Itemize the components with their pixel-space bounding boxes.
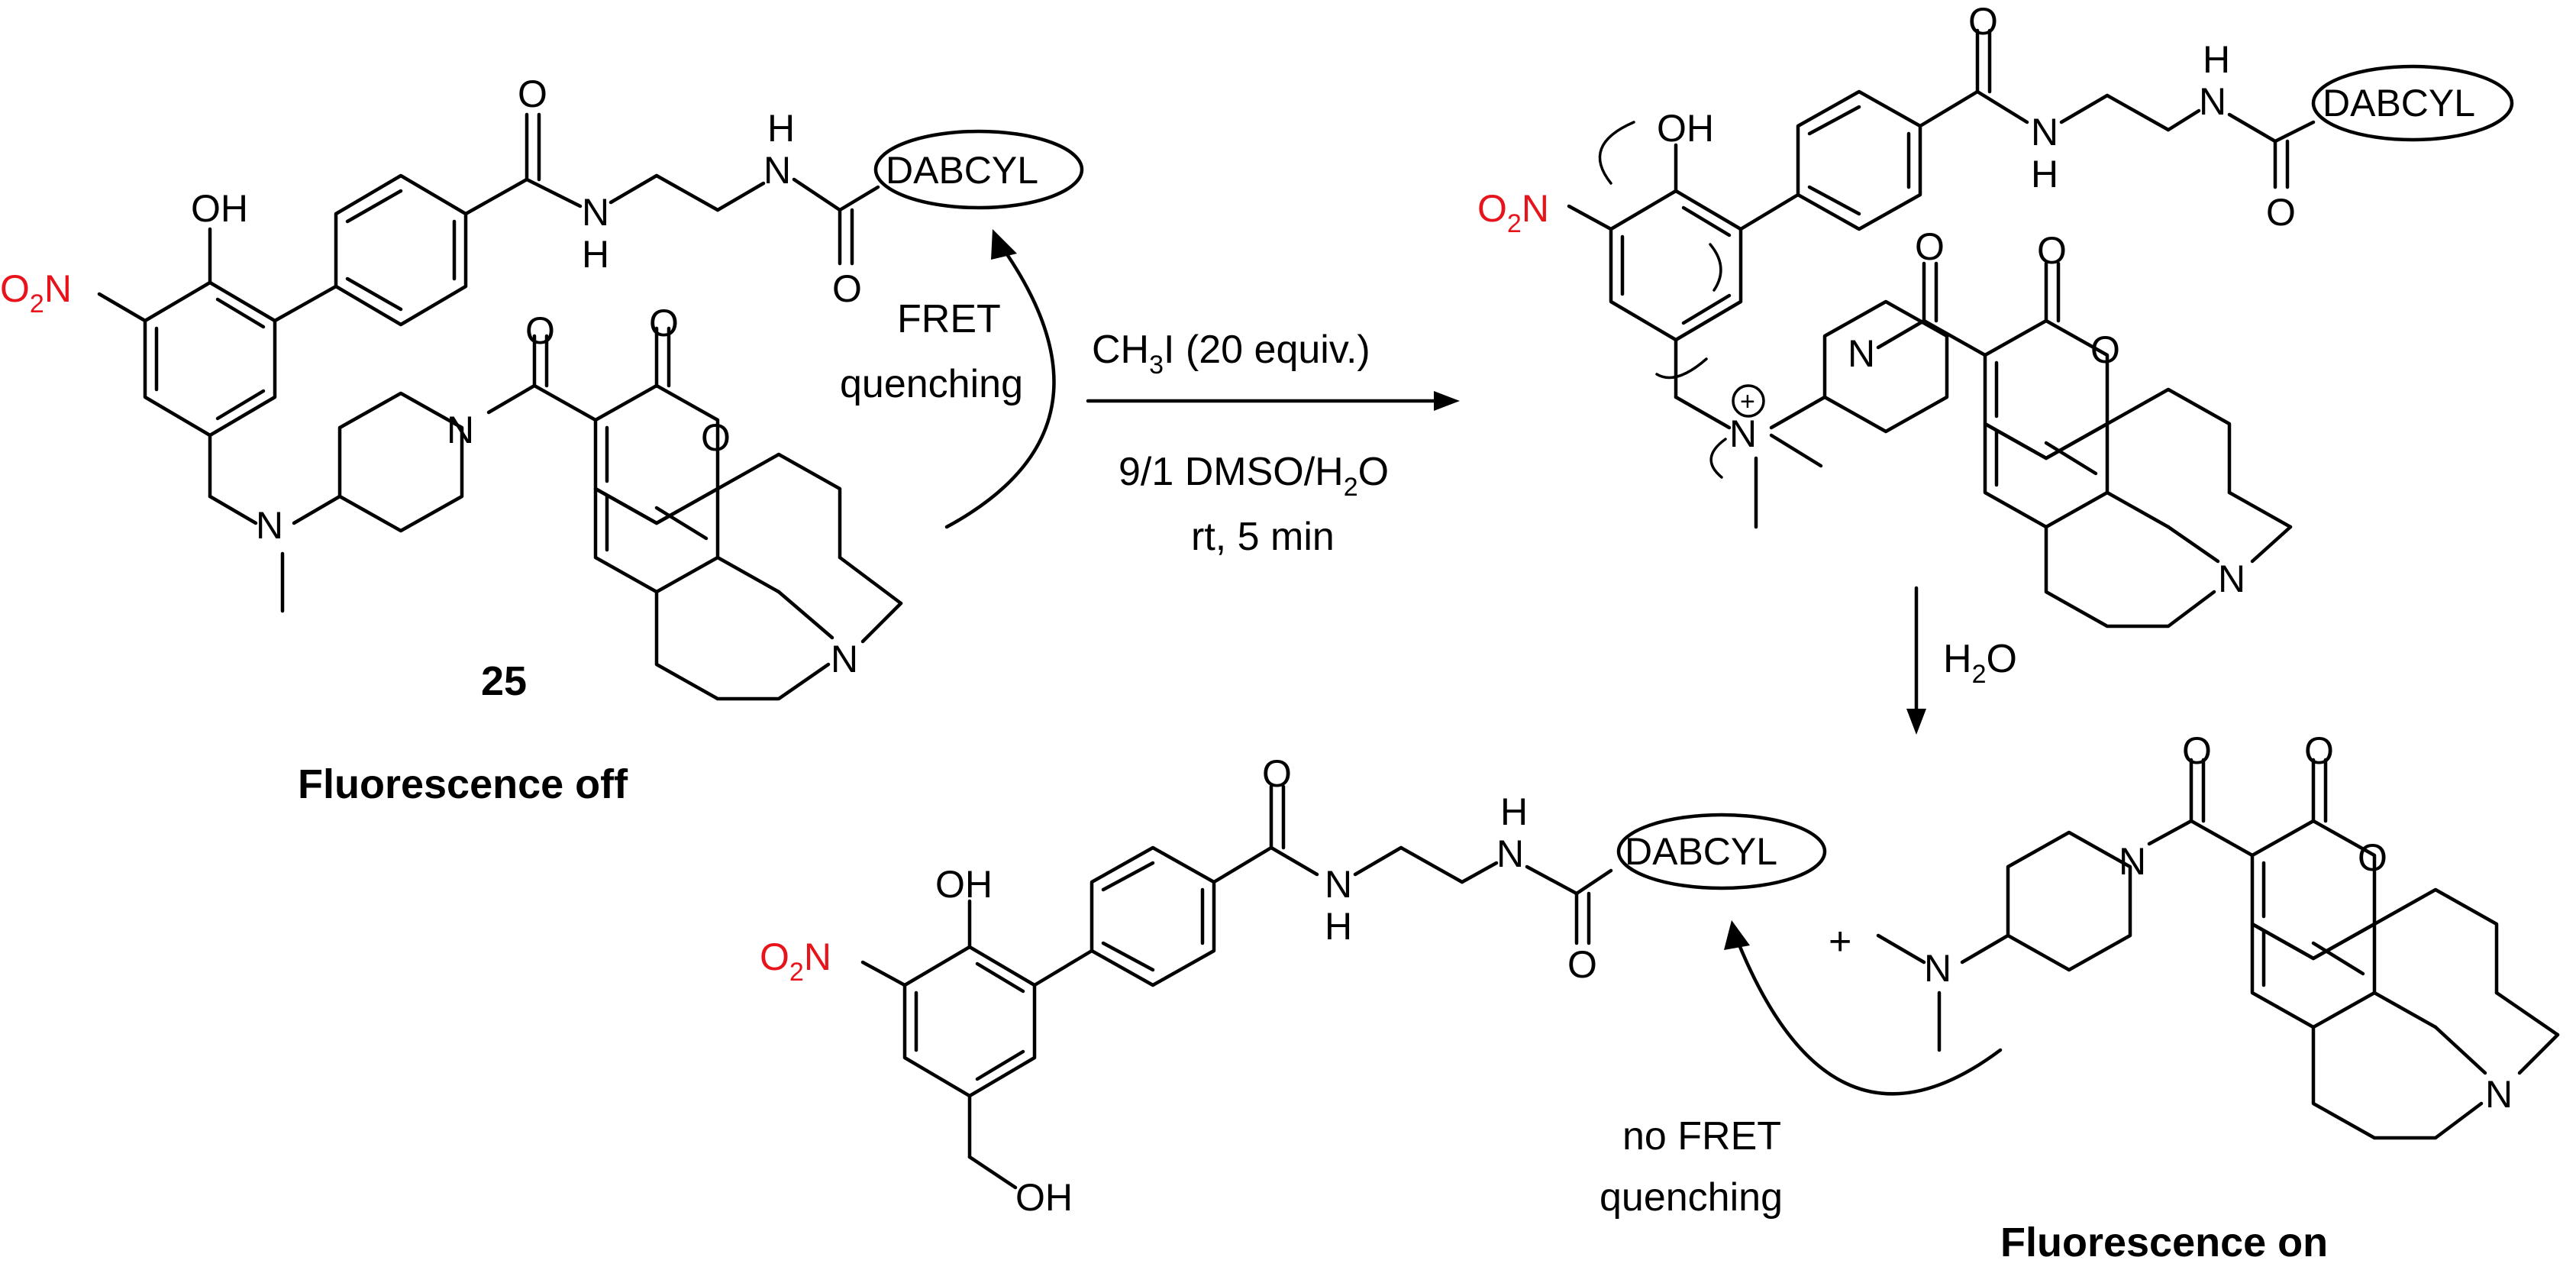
ammonium-n-label: N xyxy=(1729,412,1757,455)
hydroxyl-label: OH xyxy=(935,863,993,906)
charge-label: + xyxy=(1740,387,1755,416)
amide2-n-label: N xyxy=(2199,80,2226,123)
amide-h-label: H xyxy=(2031,153,2058,196)
no-fret-quenching-label: quenching xyxy=(1600,1175,1783,1220)
carbonyl-o-label: O xyxy=(518,73,547,115)
julolidine-n-label: N xyxy=(2485,1073,2513,1116)
carbonyl-o-label: O xyxy=(1968,0,1998,43)
dabcyl-label: DABCYL xyxy=(2323,82,2475,124)
amide2-h-label: H xyxy=(1500,790,1528,833)
electron-arrow-3 xyxy=(1655,357,1708,380)
electron-arrow-4 xyxy=(1709,438,1727,479)
dabcyl-label: DABCYL xyxy=(1625,830,1777,873)
alcohol-oh-label: OH xyxy=(1015,1176,1073,1219)
benzyl-alcohol-product-structure: OH OH O N H N H O DABCYL xyxy=(760,752,1827,1219)
solvent-label: 9/1 DMSO/H2O xyxy=(1119,450,1389,502)
amide-n-label: N xyxy=(2031,111,2058,153)
lactone-o-label: O xyxy=(2304,729,2334,772)
fret-arrow xyxy=(944,242,1056,529)
compound-number: 25 xyxy=(481,658,527,704)
electron-arrow-2 xyxy=(1709,243,1722,292)
carbonyl2-o-label: O xyxy=(1567,943,1597,986)
ring-o-label: O xyxy=(701,416,731,459)
lactone-o-label: O xyxy=(2037,229,2067,272)
no-fret-arrow xyxy=(1735,937,2003,1096)
no-fret-label: no FRET xyxy=(1622,1114,1781,1159)
ring-o-label: O xyxy=(2090,328,2120,371)
fluorescence-off-label: Fluorescence off xyxy=(298,761,628,807)
piperidine-n-label: N xyxy=(1848,332,1875,375)
amide-n-label: N xyxy=(582,191,609,234)
quenching-label: quenching xyxy=(840,362,1023,406)
reagent-label: CH3I (20 equiv.) xyxy=(1092,328,1370,380)
ketone-o-label: O xyxy=(1915,225,1945,268)
hydroxyl-label: OH xyxy=(191,187,248,230)
electron-arrow-1 xyxy=(1598,121,1635,185)
dimethylamine-n-label: N xyxy=(1924,947,1951,990)
amine-n-label: N xyxy=(256,504,283,547)
amide-h-label: H xyxy=(1325,905,1352,948)
ring-o-label: O xyxy=(2358,836,2387,879)
fret-label: FRET xyxy=(897,297,1001,341)
plus-sign: + xyxy=(1829,919,1851,964)
julolidine-n-label: N xyxy=(831,638,858,680)
released-coumarin-structure: N N O O O N xyxy=(1876,729,2560,1140)
water-label: H2O xyxy=(1943,637,2017,689)
dabcyl-label: DABCYL xyxy=(886,149,1038,192)
piperidine-n-label: N xyxy=(2119,840,2146,883)
amide2-h-label: H xyxy=(767,107,795,150)
amide-h-label: H xyxy=(582,233,609,276)
fluorescence-on-label: Fluorescence on xyxy=(2000,1220,2328,1265)
quaternary-intermediate-structure: OH N + O N H N H O xyxy=(1477,0,2514,629)
hydroxyl-label: OH xyxy=(1657,107,1714,150)
ketone-o-label: O xyxy=(2182,729,2212,772)
piperidine-n-label: N xyxy=(447,409,474,451)
ketone-o-label: O xyxy=(525,309,555,352)
amide2-h-label: H xyxy=(2203,38,2230,81)
carbonyl2-o-label: O xyxy=(832,267,862,310)
amide-n-label: N xyxy=(1325,863,1352,906)
amide2-n-label: N xyxy=(1496,832,1524,875)
amide2-n-label: N xyxy=(763,149,791,192)
julolidine-n-label: N xyxy=(2218,557,2245,600)
compound-25-structure: OH N O N H N H O DABCYL xyxy=(0,73,1084,701)
conditions-time-label: rt, 5 min xyxy=(1191,515,1335,559)
carbonyl-o-label: O xyxy=(1262,752,1292,795)
carbonyl2-o-label: O xyxy=(2266,191,2296,234)
lactone-o-label: O xyxy=(649,302,679,344)
